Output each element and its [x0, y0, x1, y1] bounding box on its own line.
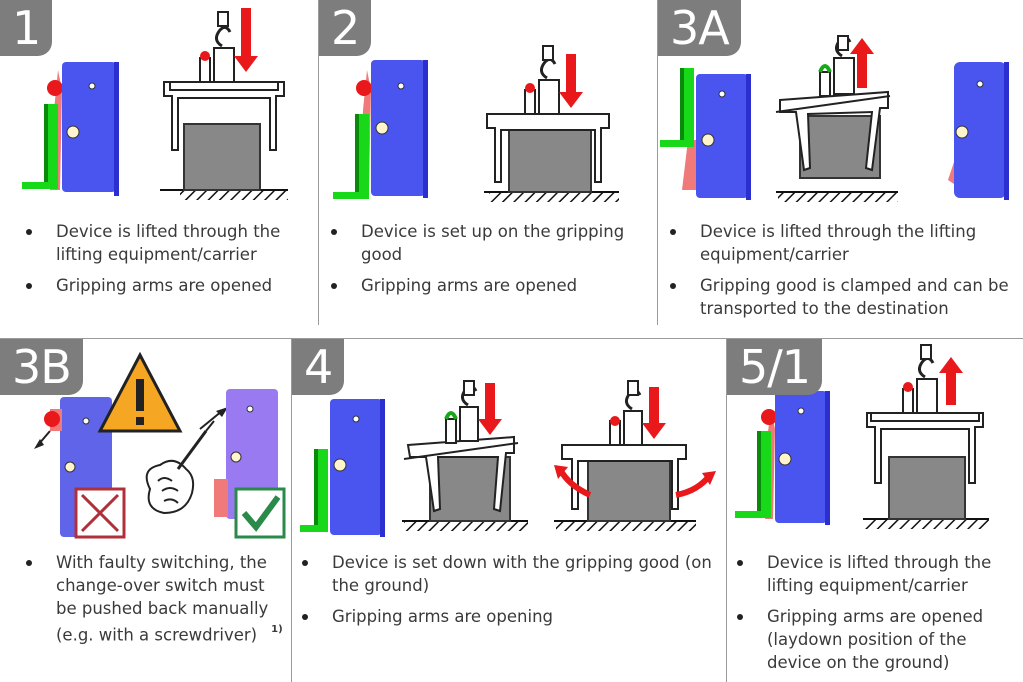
- crane-hook-icon: [540, 57, 557, 80]
- gripper-opening: [554, 380, 716, 531]
- bullet-item: Gripping arms are opening: [296, 605, 722, 628]
- device-body: [330, 399, 382, 535]
- step-badge: 5/1: [727, 339, 823, 395]
- device-body: [62, 62, 116, 192]
- bullet-item: Device is set down with the gripping goo…: [296, 551, 722, 597]
- screwdriver-hand-icon: [145, 420, 215, 515]
- step-3a-bullets: Device is lifted through the lifting equ…: [664, 220, 1019, 328]
- step-2-illustration: [333, 45, 619, 202]
- arrow-down-icon: [642, 387, 666, 439]
- device-body: [775, 391, 827, 523]
- step-badge: 4: [292, 339, 345, 395]
- arrow-down-icon: [234, 8, 258, 72]
- step-badge: 3B: [0, 339, 83, 395]
- bullet-item: Device is lifted through the lifting equ…: [20, 220, 310, 266]
- step-3b-bullets: With faulty switching, the change-over s…: [20, 551, 288, 655]
- divider-4-51: [726, 338, 727, 682]
- crane-hook-icon: [918, 356, 935, 379]
- divider-1-2: [318, 0, 319, 325]
- gripping-good-box: [508, 127, 592, 193]
- curved-arrow-right-icon: [675, 473, 713, 498]
- device-body: [371, 60, 425, 196]
- divider-2-3a: [657, 0, 658, 325]
- red-button-icon: [44, 411, 60, 427]
- bullet-item: Device is lifted through the lifting equ…: [664, 220, 1019, 266]
- panel-step-3b: 3B With faulty switching, the change-ove…: [0, 339, 291, 682]
- step-5-1-bullets: Device is lifted through the lifting equ…: [731, 551, 1021, 682]
- gripper-open: [160, 8, 288, 200]
- gripping-good-box: [183, 123, 261, 191]
- red-button-icon: [356, 80, 372, 96]
- step-4-bullets: Device is set down with the gripping goo…: [296, 551, 722, 636]
- device-body-right: [226, 389, 278, 519]
- bullet-item: Device is set up on the gripping good: [325, 220, 645, 266]
- gripping-good-box: [888, 456, 966, 520]
- device-body: [696, 74, 748, 198]
- step-1-illustration: [22, 8, 288, 200]
- arrow-down-icon: [478, 383, 502, 435]
- crane-hook-icon: [215, 25, 232, 48]
- bullet-text: With faulty switching, the change-over s…: [56, 553, 269, 645]
- device-body-right: [954, 62, 1006, 198]
- divider-3b-4: [291, 338, 292, 682]
- panel-step-4: 4 Device is set down with the gripping g…: [292, 339, 726, 682]
- arrow-down-icon: [559, 54, 583, 108]
- gripper-closed: [402, 380, 528, 531]
- bullet-item: Gripping arms are opened: [325, 274, 645, 297]
- arrow-up-icon: [850, 38, 874, 88]
- step-badge: 3A: [658, 0, 741, 56]
- step-badge: 1: [0, 0, 53, 56]
- step-2-bullets: Device is set up on the gripping good Gr…: [325, 220, 645, 305]
- red-button-icon: [47, 80, 63, 96]
- footnote-marker: 1): [271, 624, 283, 635]
- panel-step-5-1: 5/1 Device is lifted through the lifting…: [727, 339, 1023, 682]
- arrow-up-icon: [939, 357, 963, 405]
- arrow-pointer-icon: [34, 439, 44, 449]
- divider-rows: [0, 338, 1023, 339]
- bullet-item: Gripping arms are opened (laydown positi…: [731, 605, 1021, 674]
- gripper-open: [863, 344, 989, 529]
- step-badge: 2: [319, 0, 372, 56]
- step-3a-illustration: [660, 35, 1009, 202]
- bullet-item: Device is lifted through the lifting equ…: [731, 551, 1021, 597]
- gripping-good-box: [587, 458, 671, 522]
- gripper-open: [484, 45, 619, 202]
- bullet-item: Gripping good is clamped and can be tran…: [664, 274, 1019, 320]
- panel-step-3a: 3A Device is lifted through the lifting …: [658, 0, 1023, 330]
- step-4-illustration: [300, 380, 716, 537]
- step-3b-illustration: [34, 351, 286, 539]
- panel-step-1: 1 Device is lifted through the lifting e…: [0, 0, 318, 330]
- panel-step-2: 2 Device is set up on the gripping good …: [319, 0, 657, 330]
- bullet-item: Gripping arms are opened: [20, 274, 310, 297]
- bullet-item: With faulty switching, the change-over s…: [20, 551, 288, 647]
- step-1-bullets: Device is lifted through the lifting equ…: [20, 220, 310, 305]
- gripper-closed: [775, 35, 898, 202]
- step-5-1-illustration: [735, 344, 989, 529]
- red-button-icon: [761, 409, 777, 425]
